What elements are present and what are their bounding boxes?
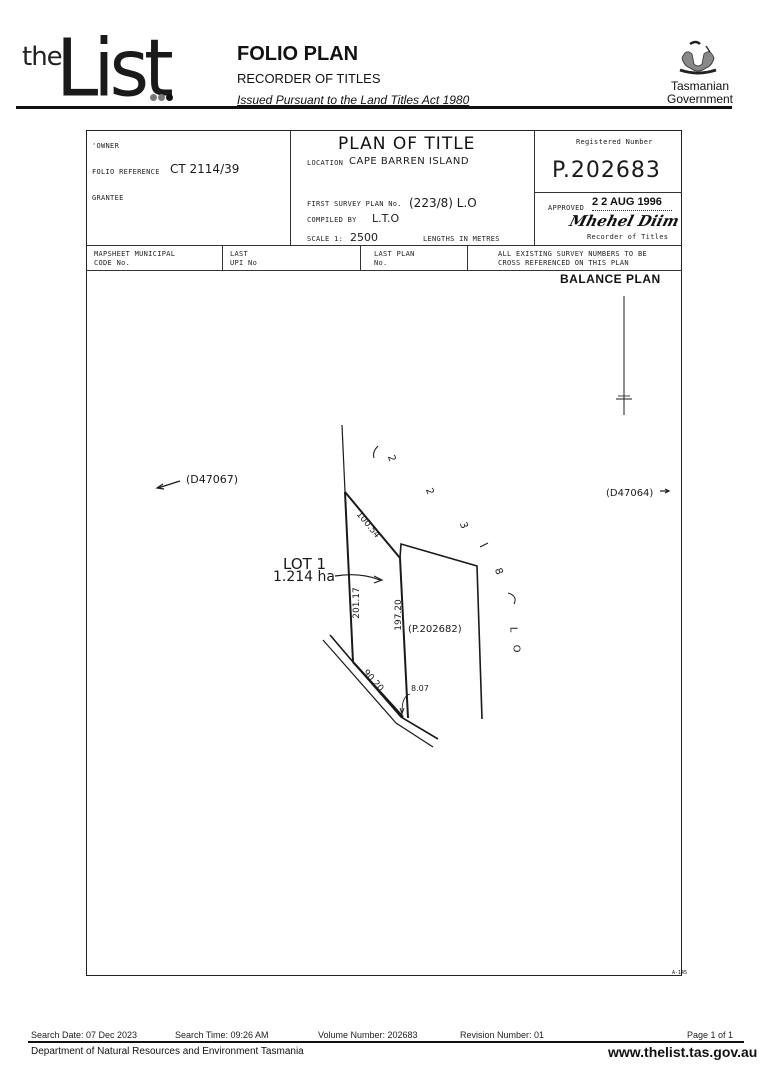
mapsheet-code-label: MAPSHEET MUNICIPAL CODE No. [94,250,176,267]
lot-1-label: LOT 1 [283,555,327,573]
volume-number: Volume Number: 202683 [318,1030,418,1040]
grid-divider [290,130,291,245]
lot-1-area: 1.214 ha [273,569,335,585]
last-upi-label: LAST UPI No [230,250,258,267]
logo-the-text: the [22,42,63,72]
grantee-label: GRANTEE [92,194,124,202]
registered-number-value: P.202683 [552,158,661,183]
location-label: LOCATION [307,159,344,167]
scale-label: SCALE 1: [307,235,344,243]
gov-line2: Government [666,92,734,106]
first-survey-label: FIRST SURVEY PLAN No. [307,200,402,208]
issued-statement: Issued Pursuant to the Land Titles Act 1… [237,93,470,107]
compiled-by-value: L.T.O [372,212,400,225]
footer-divider [28,1041,744,1043]
location-value: CAPE BARREN ISLAND [349,156,470,167]
document-subtitle: RECORDER OF TITLES [237,71,381,86]
page-indicator: Page 1 of 1 [687,1030,734,1040]
website-url[interactable]: www.thelist.tas.gov.au [608,1044,758,1060]
folio-reference-label: FOLIO REFERENCE [92,168,160,176]
dimension-left: 201.17 [351,587,362,619]
search-time: Search Time: 09:26 AM [175,1030,269,1040]
lengths-label: LENGTHS IN METRES [423,235,500,243]
scale-value: 2500 [350,231,378,244]
form-code: A-145 [672,970,688,976]
survey-ref-char: L [507,626,519,633]
approved-label: APPROVED [548,204,585,212]
dimension-small: 8.07 [411,684,429,693]
search-date: Search Date: 07 Dec 2023 [31,1030,138,1040]
compiled-by-label: COMPILED BY [307,216,357,224]
cross-reference-note: ALL EXISTING SURVEY NUMBERS TO BE CROSS … [498,250,647,267]
tasmanian-government-wordmark: Tasmanian Government [662,80,738,106]
right-reference-label: (D47064) [606,488,654,499]
balance-plan-label: BALANCE PLAN [560,272,661,286]
header-divider [16,106,732,109]
dimension-right: 197.20 [393,599,404,631]
grid-divider [360,245,361,270]
grid-divider [222,245,223,270]
document-title: FOLIO PLAN [237,43,359,65]
adjacent-plan-label: (P.202682) [408,624,462,635]
grid-divider [534,192,682,193]
approved-dotted-line [592,210,672,211]
grid-divider [86,245,682,246]
department-name: Department of Natural Resources and Envi… [31,1046,304,1057]
survey-ref-char: O [510,644,522,653]
last-plan-label: LAST PLAN No. [374,250,415,267]
logo-dots-icon [150,94,173,101]
gov-line1: Tasmanian [670,79,730,93]
tasmanian-devil-emblem-icon [679,40,717,75]
folio-reference-value: CT 2114/39 [170,162,240,176]
registered-number-label: Registered Number [576,138,653,146]
grid-divider [534,130,535,245]
first-survey-value: (223/8) L.O [409,196,477,210]
grid-divider [467,245,468,270]
grid-divider [86,270,682,271]
plan-frame [86,130,682,976]
left-reference-label: (D47067) [186,473,239,486]
approved-date: 2 2 AUG 1996 [592,196,662,208]
revision-number: Revision Number: 01 [460,1030,545,1040]
owner-label: 'OWNER [92,142,120,150]
plan-of-title-heading: PLAN OF TITLE [338,134,476,154]
recorder-of-titles-label: Recorder of Titles [587,233,669,241]
